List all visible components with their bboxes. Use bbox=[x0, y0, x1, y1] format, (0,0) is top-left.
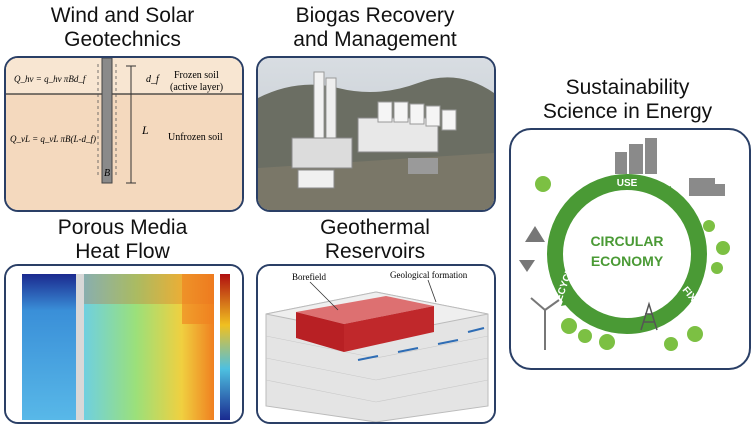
title-line: Reservoirs bbox=[324, 240, 426, 263]
power-tower-icon bbox=[640, 301, 658, 331]
colorbar bbox=[220, 274, 230, 420]
title-line: Heat Flow bbox=[75, 240, 170, 263]
title-line: Geothermal bbox=[320, 216, 430, 239]
biogas-panel bbox=[256, 56, 496, 212]
porous-heatmap bbox=[6, 266, 242, 422]
center-line1: CIRCULAR bbox=[590, 233, 663, 249]
title-line: Sustainability bbox=[565, 76, 690, 99]
title-sustainability: Sustainability Science in Energy bbox=[505, 76, 750, 124]
tall-tank bbox=[325, 77, 337, 143]
city-icon bbox=[615, 138, 657, 174]
title-line: and Management bbox=[293, 28, 457, 51]
heatmap-left-section bbox=[22, 274, 76, 420]
recycle-icon bbox=[519, 226, 545, 272]
heatmap-gap bbox=[76, 274, 84, 420]
pile bbox=[101, 58, 113, 184]
building bbox=[291, 137, 353, 169]
porous-heatmap-panel bbox=[4, 264, 244, 424]
title-line: Wind and Solar bbox=[50, 4, 195, 27]
active-label: (active layer) bbox=[170, 82, 223, 93]
geotech-diagram: d_f L B Frozen soil (active layer) Unfro… bbox=[6, 58, 242, 210]
d-label: d_f bbox=[146, 74, 160, 85]
shear-arrows bbox=[97, 64, 117, 176]
unfrozen-label: Unfrozen soil bbox=[168, 132, 223, 143]
borefield-label: Borefield bbox=[292, 272, 326, 282]
circular-economy-panel: CIRCULAR ECONOMY USE FIX RECYCLE bbox=[509, 128, 751, 370]
flow-arrows bbox=[357, 327, 485, 361]
arrow-icon bbox=[661, 186, 671, 196]
trailer bbox=[297, 169, 335, 189]
title-wind-solar: Wind and Solar Geotechnics bbox=[0, 4, 245, 52]
tall-tank bbox=[313, 71, 325, 143]
eq-top: Q_hv = q_hv πBd_f bbox=[14, 74, 87, 84]
center-line2: ECONOMY bbox=[591, 253, 664, 269]
B-label: B bbox=[104, 168, 110, 179]
geothermal-panel: Borefield Geological formation bbox=[256, 264, 496, 424]
wind-turbine-icon bbox=[530, 297, 560, 350]
formation-label: Geological formation bbox=[390, 270, 468, 280]
geothermal-diagram: Borefield Geological formation bbox=[258, 266, 494, 422]
eq-bottom: Q_vL = q_vL πB(L-d_f) bbox=[10, 134, 96, 144]
title-line: Biogas Recovery bbox=[295, 4, 455, 27]
reservoir-front bbox=[344, 306, 434, 352]
title-biogas: Biogas Recovery and Management bbox=[255, 4, 495, 52]
formation-layers bbox=[265, 335, 489, 403]
structure bbox=[408, 158, 438, 174]
title-line: Geotechnics bbox=[64, 28, 181, 51]
arrow-icon bbox=[681, 290, 691, 300]
reservoir-side bbox=[296, 312, 344, 352]
building bbox=[357, 117, 439, 153]
title-geothermal: Geothermal Reservoirs bbox=[255, 216, 495, 264]
frozen-label: Frozen soil bbox=[174, 70, 219, 81]
cylinder-tanks bbox=[377, 101, 457, 131]
arrow-icon bbox=[561, 296, 571, 306]
title-porous: Porous Media Heat Flow bbox=[0, 216, 245, 264]
circular-economy-graphic: CIRCULAR ECONOMY USE FIX RECYCLE bbox=[519, 138, 730, 351]
reservoir-top bbox=[296, 296, 434, 324]
geotech-panel: d_f L B Frozen soil (active layer) Unfro… bbox=[4, 56, 244, 212]
biogas-facility-image bbox=[258, 58, 494, 210]
use-label: USE bbox=[617, 178, 638, 189]
L-label: L bbox=[141, 123, 149, 137]
tree-icons bbox=[535, 176, 730, 351]
title-line: Porous Media bbox=[57, 216, 188, 239]
cycle-ring bbox=[547, 174, 707, 334]
title-line: Science in Energy bbox=[542, 100, 713, 123]
frozen-layer bbox=[6, 58, 242, 94]
truck-icon bbox=[689, 178, 725, 196]
